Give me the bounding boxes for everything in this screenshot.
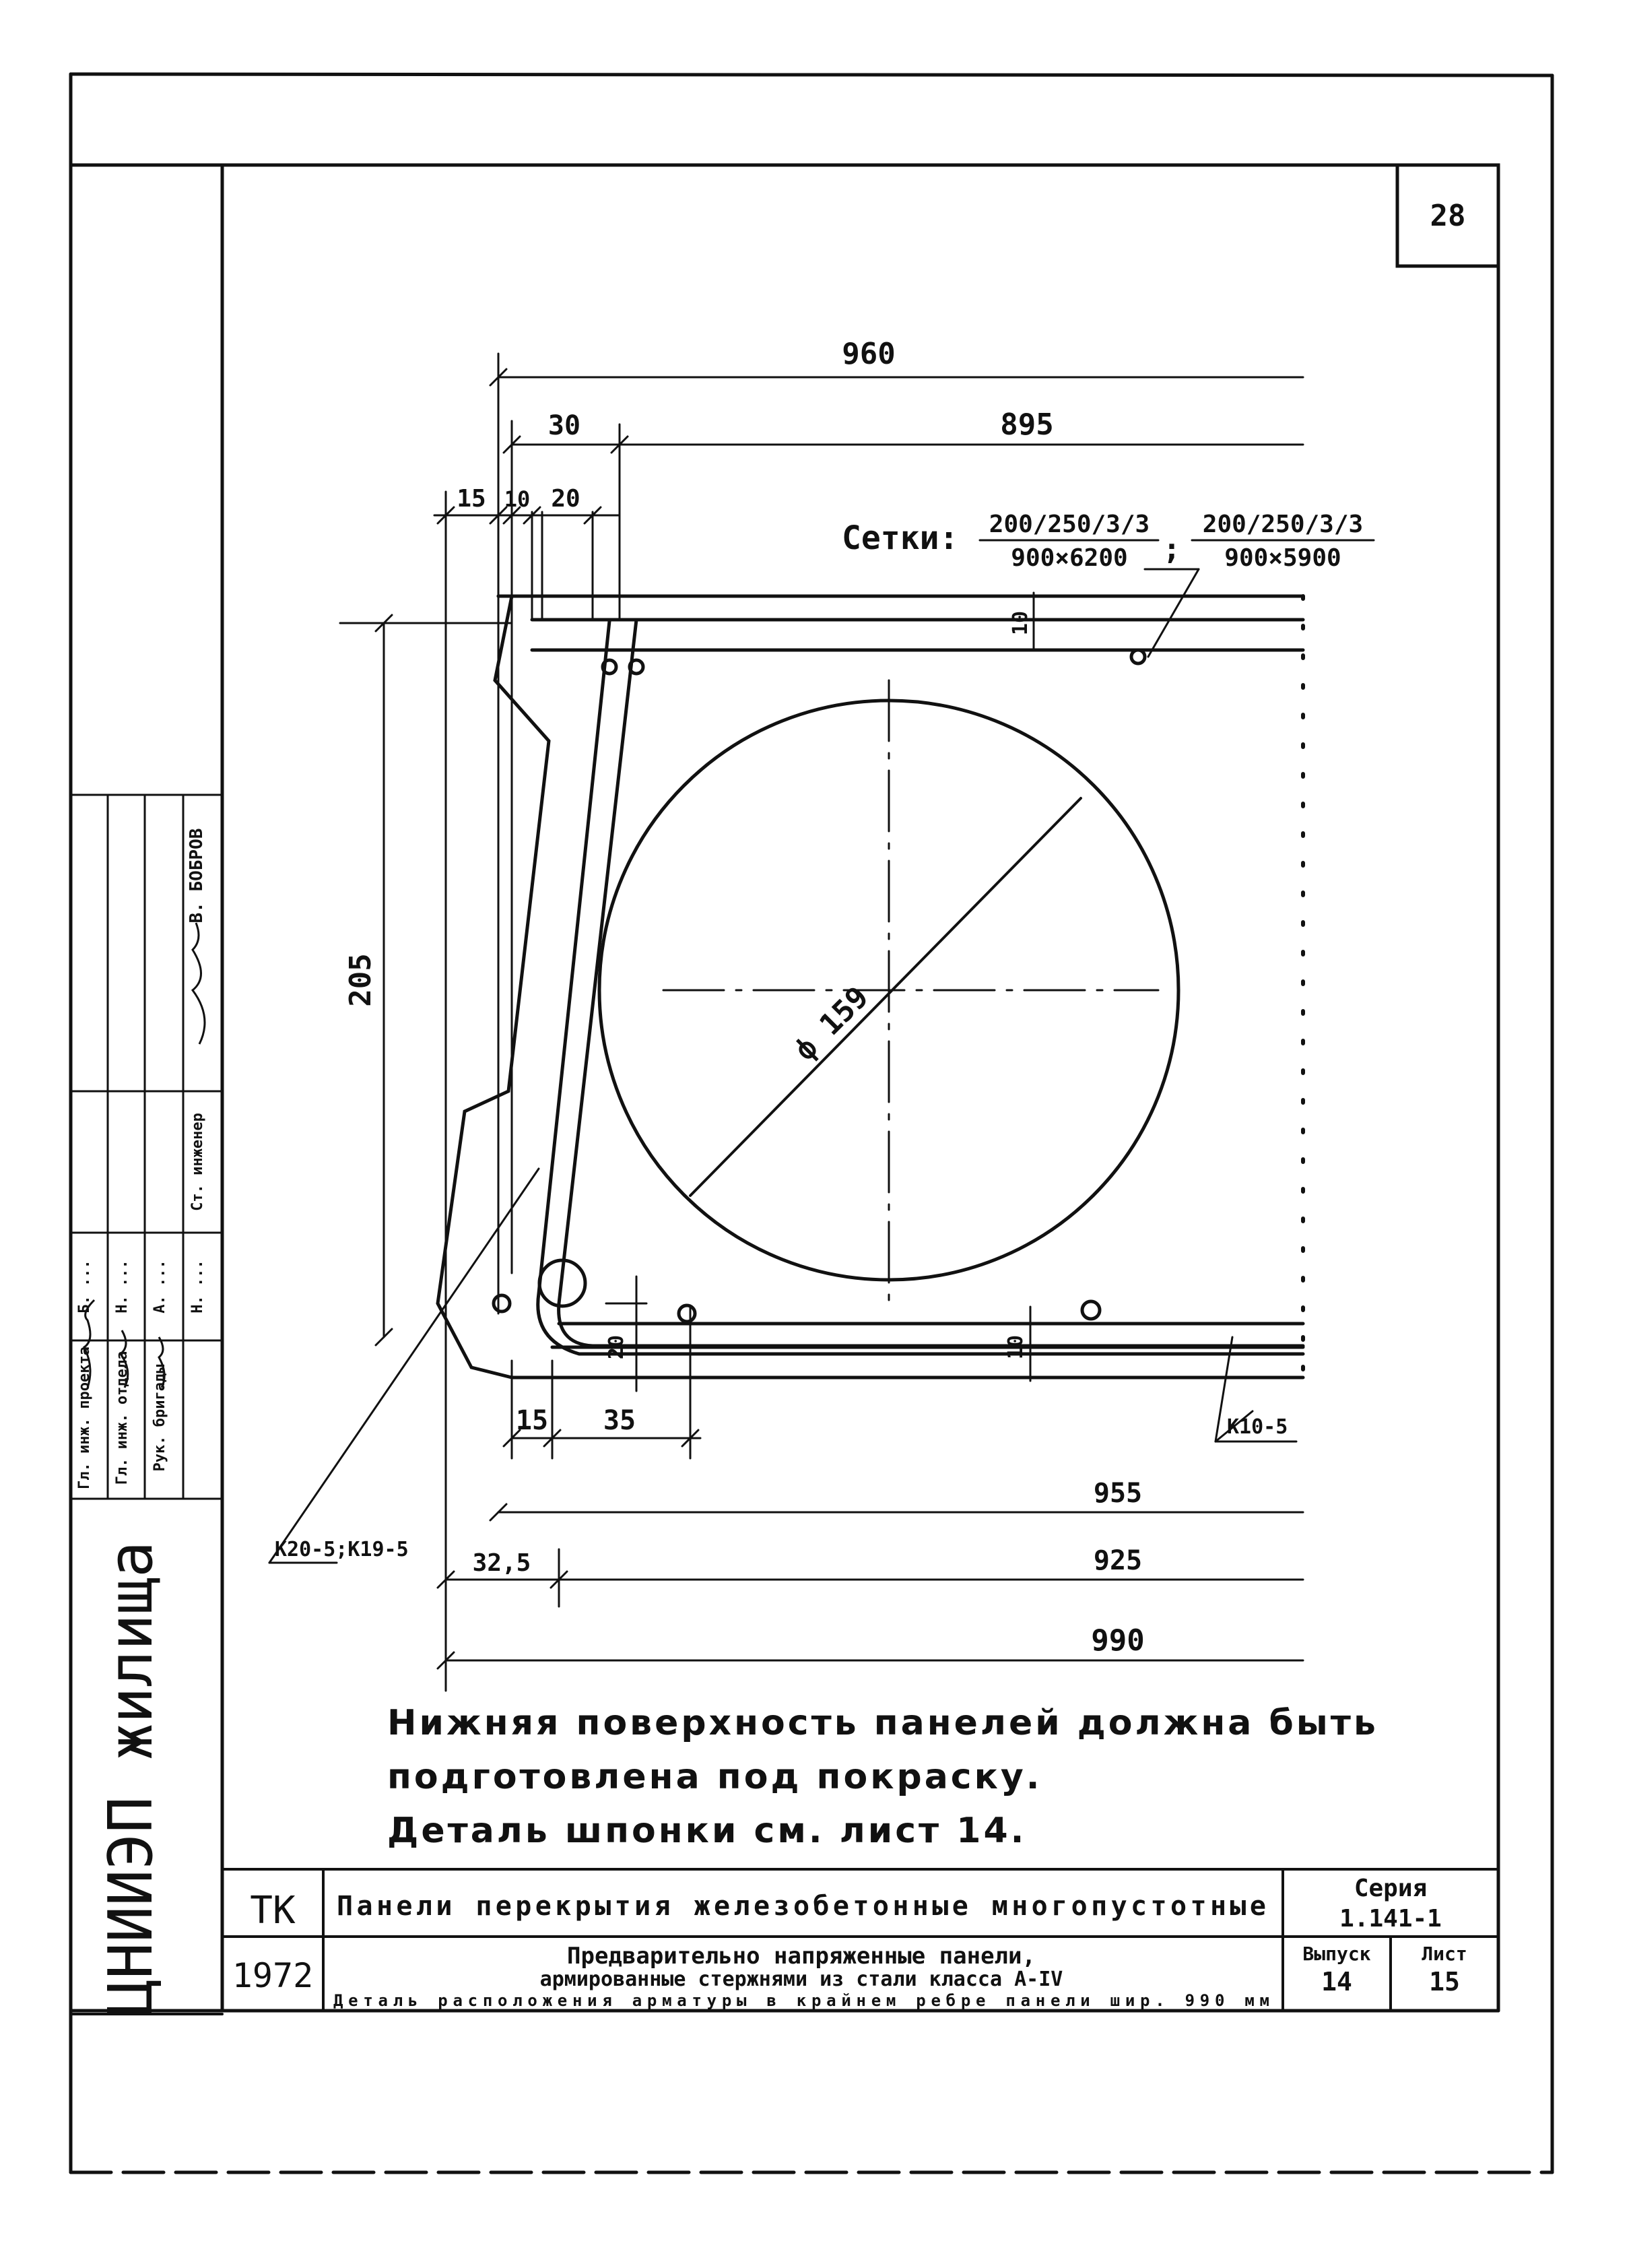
dim-30: 30 — [548, 410, 580, 441]
approval-strip — [69, 793, 224, 1500]
hollow-core — [597, 679, 1180, 1308]
dim-895: 895 — [1000, 408, 1053, 442]
tb-series-value: 1.141-1 — [1339, 1905, 1442, 1933]
tb-sheet-value: 15 — [1429, 1967, 1460, 1997]
reinforcement-cage — [536, 618, 1305, 1356]
role-4: Ст. инженер — [189, 1113, 206, 1211]
dim-990: 990 — [1091, 1623, 1144, 1658]
logo-text: ЦНИИЭП жилища — [96, 1541, 166, 2015]
dim-955: 955 — [1094, 1478, 1142, 1509]
dim-10-right-bottom: 10 — [1004, 1335, 1028, 1359]
leader-lines — [268, 568, 1298, 1564]
dim-15-bottom: 15 — [516, 1405, 548, 1436]
dim-20-bottom: 20 — [605, 1335, 628, 1359]
tb-year: 1972 — [232, 1956, 313, 1995]
tb-series-label: Серия — [1354, 1875, 1427, 1902]
mesh2-denominator: 900×5900 — [1224, 544, 1341, 572]
dim-15-top: 15 — [457, 485, 486, 513]
tb-tk: ТК — [250, 1889, 296, 1933]
dim-925: 925 — [1094, 1545, 1142, 1576]
cage-label-k20: К20-5;К19-5 — [275, 1538, 409, 1561]
dim-205: 205 — [343, 953, 378, 1006]
mesh-prefix: Сетки: — [842, 519, 958, 557]
role-3: Рук. бригады — [152, 1365, 168, 1472]
tb-sheet-label: Лист — [1422, 1943, 1467, 1965]
name-5: В. БОБРОВ — [187, 829, 207, 924]
tb-desc-1: Предварительно напряженные панели, — [567, 1943, 1036, 1970]
dim-960: 960 — [842, 337, 895, 371]
inner-frame — [69, 163, 1500, 2013]
mesh2-numerator: 200/250/3/3 — [1203, 511, 1363, 538]
title-block-grid — [221, 1868, 1500, 2012]
dim-32-5: 32,5 — [473, 1549, 531, 1577]
sheet-number: 28 — [1430, 199, 1466, 233]
cage-label-k10: К10-5 — [1227, 1415, 1288, 1439]
note-line-3: Деталь шпонки см. лист 14. — [387, 1811, 1026, 1851]
tb-desc-3: Деталь расположения арматуры в крайнем р… — [333, 1991, 1269, 2010]
dim-35: 35 — [603, 1405, 636, 1436]
name-3: А. ... — [152, 1260, 168, 1313]
tb-issue-label: Выпуск — [1302, 1943, 1370, 1965]
name-2: Н. ... — [114, 1260, 131, 1313]
dim-10-top: 10 — [504, 486, 531, 512]
dim-20-top: 20 — [551, 485, 580, 513]
sheet-number-box — [1395, 163, 1500, 268]
mesh1-denominator: 900×6200 — [1011, 544, 1127, 572]
tb-issue-value: 14 — [1321, 1967, 1352, 1997]
note-line-1: Нижняя поверхность панелей должна быть — [387, 1703, 1378, 1743]
tb-desc-2: армированные стержнями из стали класса А… — [540, 1968, 1063, 1991]
page-border — [69, 72, 1554, 2174]
mesh1-numerator: 200/250/3/3 — [989, 511, 1150, 538]
signature-scribbles — [83, 922, 206, 1388]
note-line-2: подготовлена под покраску. — [387, 1757, 1042, 1797]
reinforcement-bars — [492, 648, 1147, 1324]
dim-10-right-top: 10 — [1009, 611, 1032, 635]
mesh-separator: ; — [1163, 532, 1181, 566]
tb-title-main: Панели перекрытия железобетонные многопу… — [337, 1891, 1266, 1922]
dim-circle-diameter: ф 159 — [788, 980, 875, 1068]
name-4: Н. ... — [189, 1260, 206, 1313]
dimension-lines — [339, 352, 1304, 1692]
